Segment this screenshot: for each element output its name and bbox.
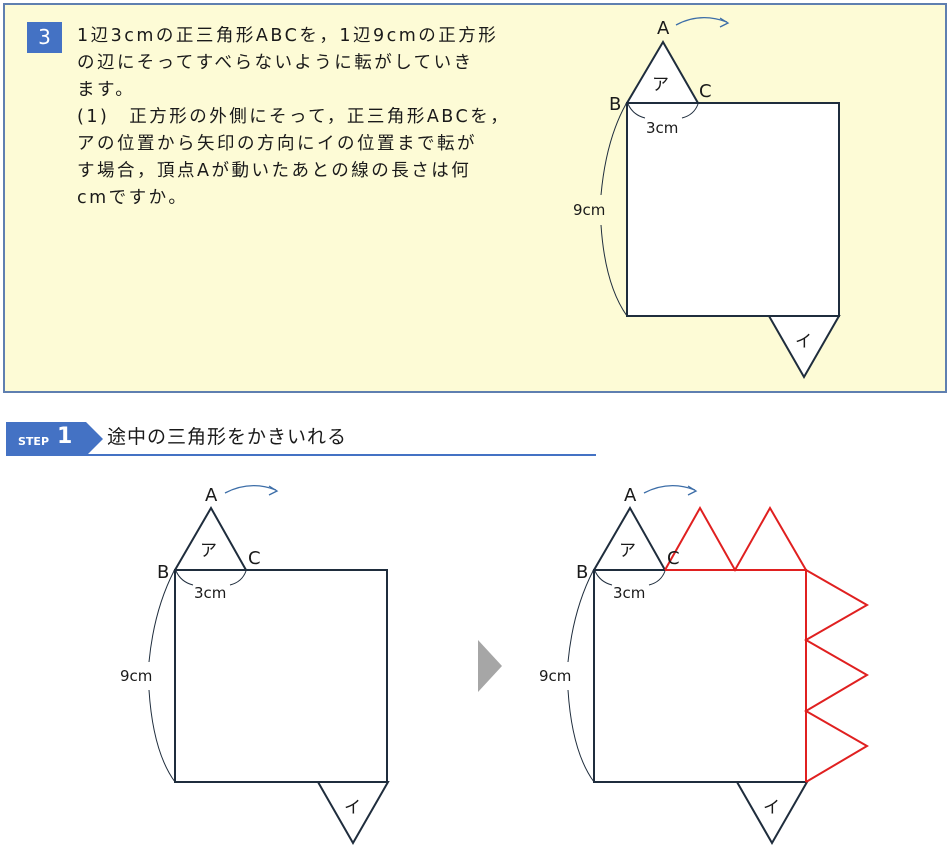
label-b: B — [609, 94, 621, 115]
step-label: STEP — [18, 435, 50, 448]
triangle-i — [735, 781, 809, 845]
rolling-arrow — [675, 17, 728, 26]
step-number: 1 — [57, 424, 73, 449]
problem-number: 3 — [27, 22, 62, 53]
label-3cm: 3cm — [613, 584, 645, 602]
side-9cm-bracket — [600, 103, 628, 317]
label-a: A — [624, 485, 637, 506]
triangle-a — [592, 505, 667, 571]
label-c: C — [667, 548, 680, 569]
label-9cm: 9cm — [539, 667, 571, 685]
step-title: 途中の三角形をかきいれる — [107, 426, 348, 448]
triangle-a — [625, 40, 700, 104]
label-end-triangle: イ — [344, 798, 361, 818]
square — [174, 569, 388, 783]
step-figure-before: A B C ア イ 3cm 9cm — [120, 485, 390, 845]
triangle-i — [316, 781, 390, 845]
side-3cm-bracket — [627, 103, 699, 119]
label-end-triangle: イ — [795, 332, 812, 352]
side-9cm-bracket — [567, 570, 595, 783]
problem-figure: A B C ア イ 3cm 9cm — [573, 17, 841, 380]
square — [626, 102, 840, 317]
side-9cm-bracket — [148, 570, 176, 783]
step-badge — [6, 422, 103, 456]
label-c: C — [699, 81, 712, 102]
label-start-triangle: ア — [619, 541, 636, 561]
step-header: STEP 1 途中の三角形をかきいれる — [6, 422, 596, 456]
added-triangles-right — [803, 569, 870, 783]
rolling-arrow — [643, 485, 696, 494]
problem-text: 1辺3cmの正三角形ABCを，1辺9cmの正方形 の辺にそってすべらないように転… — [77, 26, 511, 208]
label-3cm: 3cm — [194, 584, 226, 602]
label-a: A — [657, 18, 670, 39]
label-9cm: 9cm — [573, 201, 605, 219]
rolling-arrowhead — [719, 17, 730, 28]
label-a: A — [205, 485, 218, 506]
rolling-arrowhead — [268, 485, 279, 496]
side-3cm-bracket — [175, 570, 247, 586]
step-figure-after: A B C ア イ 3cm 9cm — [539, 485, 870, 845]
next-arrow-icon — [478, 640, 502, 692]
label-9cm: 9cm — [120, 667, 152, 685]
label-start-triangle: ア — [652, 75, 669, 95]
rolling-arrow — [224, 485, 277, 494]
side-3cm-bracket — [594, 570, 666, 586]
label-3cm: 3cm — [646, 119, 678, 137]
step-underline — [6, 454, 596, 456]
label-b: B — [576, 562, 588, 583]
rolling-arrowhead — [687, 485, 698, 496]
label-c: C — [248, 548, 261, 569]
label-start-triangle: ア — [200, 541, 217, 561]
triangle-i — [767, 315, 841, 380]
label-b: B — [157, 562, 169, 583]
triangle-a — [173, 505, 248, 571]
label-end-triangle: イ — [763, 798, 780, 818]
added-triangles-top — [664, 505, 807, 573]
